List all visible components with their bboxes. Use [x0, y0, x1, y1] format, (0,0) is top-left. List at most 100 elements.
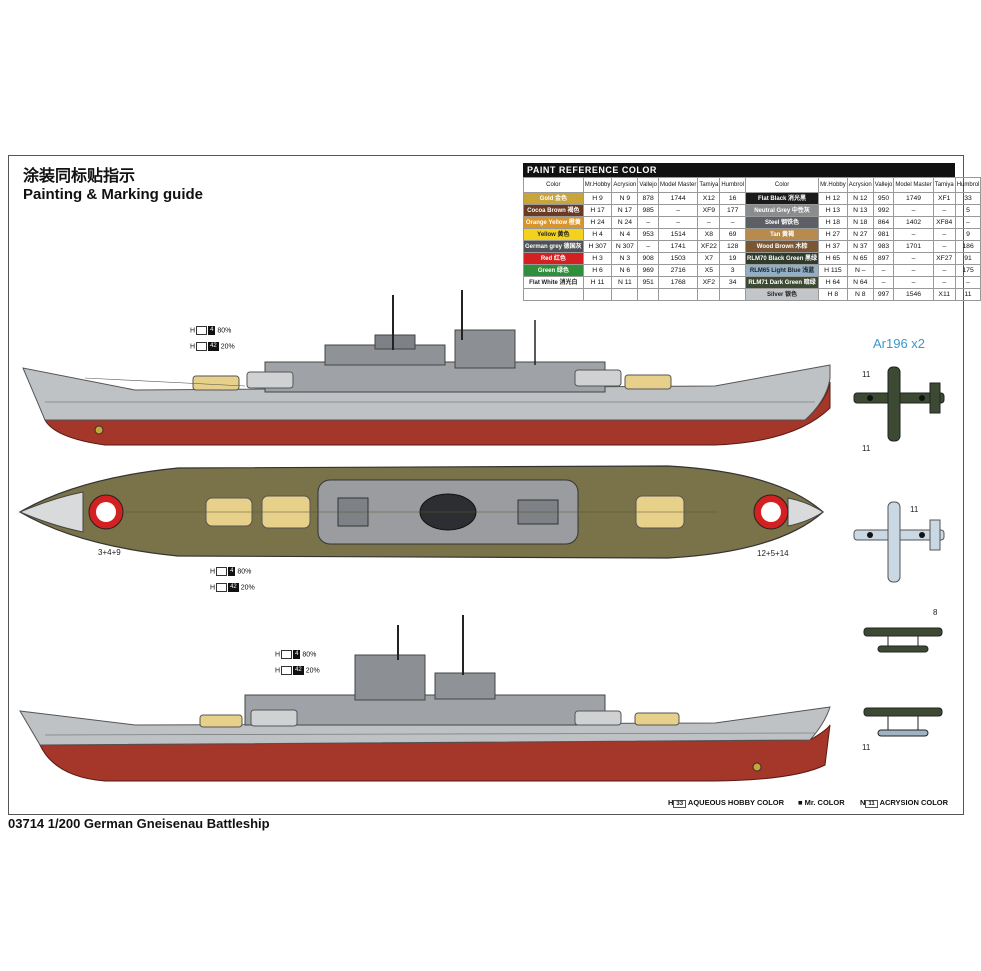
- paint-cell: 19: [719, 252, 747, 265]
- paint-cell: 953: [637, 228, 659, 241]
- paint-cell: N 65: [846, 252, 874, 265]
- paint-cell: N 17: [611, 204, 639, 217]
- paint-swatch: RLM70 Black Green 黑绿: [745, 252, 820, 265]
- paint-swatch: Steel 钢铁色: [745, 216, 820, 229]
- paint-cell: –: [932, 228, 956, 241]
- paint-cell: –: [893, 264, 934, 277]
- paint-cell: –: [893, 276, 934, 289]
- title-chinese: 涂装同标贴指示: [23, 168, 136, 185]
- callout-8: 8: [933, 608, 938, 617]
- callout-3-4-9: 3+4+9: [98, 548, 121, 557]
- turret-aft: [624, 374, 672, 390]
- paint-cell: H 13: [818, 204, 848, 217]
- paint-table-heading: PAINT REFERENCE COLOR: [523, 163, 955, 177]
- paint-col-header: Model Master: [893, 177, 934, 193]
- paint-cell: N 24: [611, 216, 639, 229]
- paint-cell: –: [932, 204, 956, 217]
- paint-cell: X5: [697, 264, 721, 277]
- callout-11-c: 11: [910, 505, 919, 514]
- callout-11-d: 11: [862, 743, 871, 752]
- paint-cell: N 13: [846, 204, 874, 217]
- paint-cell: 9: [954, 228, 981, 241]
- paint-cell: [697, 288, 721, 301]
- paint-swatch: [523, 288, 584, 301]
- legend-mr: ■ Mr. COLOR: [798, 798, 845, 807]
- paint-col-header: Tamiya: [697, 177, 721, 193]
- paint-cell: H 3: [582, 252, 613, 265]
- paint-cell: XF9: [697, 204, 721, 217]
- paint-cell: 2716: [657, 264, 699, 277]
- paint-swatch: Cocoa Brown 褐色: [523, 204, 584, 217]
- paint-swatch: Red 红色: [523, 252, 584, 265]
- paint-cell: 897: [872, 252, 895, 265]
- paint-cell: 1514: [657, 228, 699, 241]
- footer-title: 03714 1/200 German Gneisenau Battleship: [8, 816, 270, 831]
- paint-cell: H 37: [818, 240, 848, 253]
- paint-swatch: RLM71 Dark Green 暗绿: [745, 276, 820, 289]
- paint-cell: N 3: [611, 252, 639, 265]
- paint-cell: –: [893, 228, 934, 241]
- paint-cell: H 11: [582, 276, 613, 289]
- aircraft-side-view-2: [863, 707, 943, 737]
- paint-cell: 1546: [893, 288, 934, 301]
- paint-cell: N 27: [846, 228, 874, 241]
- aircraft-side-view-1: [863, 627, 943, 653]
- paint-cell: –: [719, 216, 747, 229]
- paint-cell: N 307: [611, 240, 639, 253]
- paint-cell: N 11: [611, 276, 639, 289]
- paint-cell: H 9: [582, 192, 613, 205]
- paint-cell: H 65: [818, 252, 848, 265]
- paint-col-header: Humbrol: [954, 177, 981, 193]
- paint-cell: 1741: [657, 240, 699, 253]
- title-english: Painting & Marking guide: [23, 186, 204, 203]
- paint-cell: 981: [872, 228, 895, 241]
- turret-caesar: [574, 369, 622, 387]
- paint-cell: 69: [719, 228, 747, 241]
- paint-cell: –: [932, 240, 956, 253]
- paint-cell: 177: [719, 204, 747, 217]
- hull-lower-red: [44, 381, 831, 446]
- paint-cell: 91: [954, 252, 981, 265]
- paint-cell: XF22: [697, 240, 721, 253]
- paint-cell: –: [872, 276, 895, 289]
- aircraft-label: Ar196 x2: [873, 336, 926, 351]
- paint-col-header: Acrysion: [611, 177, 639, 193]
- paint-swatch: German grey 德国灰: [523, 240, 584, 253]
- paint-cell: 186: [954, 240, 981, 253]
- paint-cell: XF1: [932, 192, 956, 205]
- paint-cell: 128: [719, 240, 747, 253]
- paint-cell: 1701: [893, 240, 934, 253]
- paint-cell: H 27: [818, 228, 848, 241]
- paint-cell: 1402: [893, 216, 934, 229]
- paint-cell: XF27: [932, 252, 956, 265]
- paint-cell: N 4: [611, 228, 639, 241]
- paint-cell: H 115: [818, 264, 848, 277]
- paint-cell: –: [637, 240, 659, 253]
- paint-cell: 5: [954, 204, 981, 217]
- ship-side-profile-bottom: [19, 615, 831, 782]
- paint-cell: –: [872, 264, 895, 277]
- paint-col-header: Vallejo: [637, 177, 659, 193]
- paint-cell: H 24: [582, 216, 613, 229]
- paint-cell: 992: [872, 204, 895, 217]
- paint-swatch: RLM65 Light Blue 浅蓝: [745, 264, 820, 277]
- paint-cell: H 17: [582, 204, 613, 217]
- paint-cell: 1503: [657, 252, 699, 265]
- paint-cell: 908: [637, 252, 659, 265]
- paint-col-header: Mr.Hobby: [818, 177, 848, 193]
- paint-cell: –: [657, 216, 699, 229]
- paint-cell: N 6: [611, 264, 639, 277]
- paint-cell: 33: [954, 192, 981, 205]
- superstructure: [264, 361, 606, 393]
- paint-cell: X11: [932, 288, 956, 301]
